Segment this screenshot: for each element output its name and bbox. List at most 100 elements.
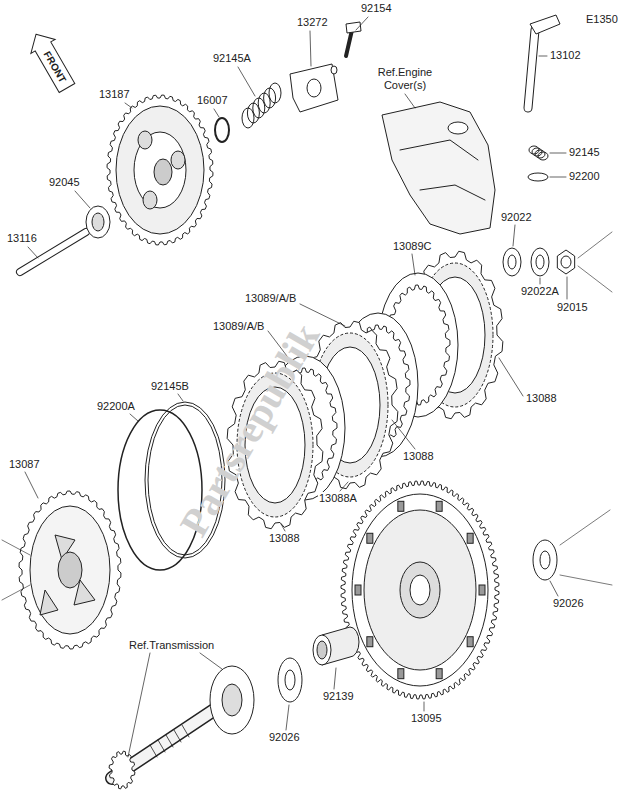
hub-window — [40, 590, 58, 615]
housing-slot — [467, 533, 473, 543]
washer-hole — [540, 551, 550, 569]
callout-number: 13088 — [525, 392, 558, 405]
callout-number: 92026 — [268, 731, 301, 744]
leader-line — [567, 277, 568, 299]
leader-line — [28, 247, 38, 258]
callout-number: 92145B — [150, 380, 190, 393]
callout-number: 13088 — [268, 532, 301, 545]
housing-slot — [398, 669, 404, 679]
housing-slot — [479, 585, 485, 595]
housing-slot — [436, 501, 442, 511]
callout-number: 13089/A/B — [244, 292, 297, 305]
bearing — [86, 206, 110, 238]
reference-note: Ref.Transmission — [128, 639, 215, 652]
leader-line — [75, 191, 90, 208]
callout-number: 92154 — [360, 2, 393, 15]
washer — [503, 248, 521, 276]
guide-line — [2, 540, 30, 555]
shaft-outline — [528, 30, 535, 108]
pressure-plate-inner — [134, 132, 186, 208]
hub-face — [30, 506, 110, 634]
callout-number: 92200 — [568, 170, 601, 183]
leader-line — [513, 225, 515, 246]
washer — [531, 248, 549, 276]
leader-line — [550, 581, 558, 596]
callout-number: 92015 — [556, 301, 589, 314]
spline-mark — [182, 725, 189, 737]
spring-coil — [535, 150, 545, 158]
leader-line — [25, 472, 38, 498]
washer-hole — [508, 255, 516, 269]
callout-number: 13272 — [296, 16, 329, 29]
spring-coil — [269, 83, 281, 103]
plate-boss — [138, 131, 152, 149]
parts-group — [2, 15, 612, 789]
bearing-bore — [222, 684, 242, 716]
nut-hole — [561, 256, 571, 268]
shaft-body — [528, 30, 535, 108]
housing-slot — [467, 637, 473, 647]
leader-line — [178, 394, 183, 401]
bearing-plate — [290, 64, 338, 112]
figure-code: E1350 — [585, 13, 618, 26]
shaft-gear — [109, 751, 135, 789]
plate-boss — [171, 151, 185, 169]
callout-number: 13089/A/B — [212, 320, 265, 333]
sleeve-end — [313, 635, 331, 665]
callout-number: 92139 — [322, 690, 355, 703]
washer-hole — [285, 670, 295, 690]
housing-hub — [400, 562, 440, 618]
spring-coil — [538, 152, 548, 160]
leader-line — [392, 420, 415, 449]
leader-line — [550, 177, 566, 178]
guide-line — [578, 266, 612, 292]
plate-boss — [143, 191, 157, 209]
plate-center — [154, 159, 172, 185]
leader-line — [539, 56, 547, 57]
callout-number: 92022 — [500, 211, 533, 224]
callout-number: 13102 — [549, 49, 582, 62]
leader-line — [281, 524, 285, 531]
guide-line — [578, 232, 612, 258]
engine-cover — [382, 102, 495, 234]
guide-line — [560, 575, 612, 585]
washer — [278, 658, 302, 702]
leader-line — [130, 414, 138, 421]
clutch-housing — [341, 481, 499, 699]
sleeve-bore — [317, 641, 327, 659]
hub-spline — [58, 552, 82, 588]
front-arrow — [24, 27, 79, 95]
callout-number: 13087 — [8, 458, 41, 471]
callout-number: 92200A — [96, 400, 136, 413]
callout-number: 92026 — [552, 597, 585, 610]
housing-inner — [364, 510, 476, 670]
callout-number: 13095 — [410, 712, 443, 725]
leader-line — [412, 254, 415, 275]
bearing-bore — [92, 213, 104, 231]
nut — [557, 250, 574, 274]
leader-line — [340, 482, 348, 491]
leader-line — [334, 668, 336, 689]
spline-mark — [150, 745, 157, 757]
leader-line — [405, 94, 415, 108]
leader-line — [128, 653, 150, 757]
guide-line — [2, 585, 30, 600]
callout-number: 16007 — [196, 94, 229, 107]
o-ring — [215, 118, 229, 142]
callout-number: 92145A — [212, 52, 252, 65]
callout-number: 92045 — [48, 176, 81, 189]
housing-slot — [398, 501, 404, 511]
bolt-shank — [346, 30, 352, 56]
leader-line — [300, 304, 345, 326]
leader-line — [238, 67, 255, 96]
leader-line — [356, 17, 368, 30]
spline-mark — [174, 730, 181, 742]
leader-line — [214, 109, 219, 117]
watermark: Partsrepublik — [171, 315, 329, 544]
leader-line — [550, 153, 566, 154]
reference-note: Ref.Engine Cover(s) — [372, 66, 438, 92]
washer — [528, 173, 548, 181]
housing-slot — [367, 637, 373, 647]
